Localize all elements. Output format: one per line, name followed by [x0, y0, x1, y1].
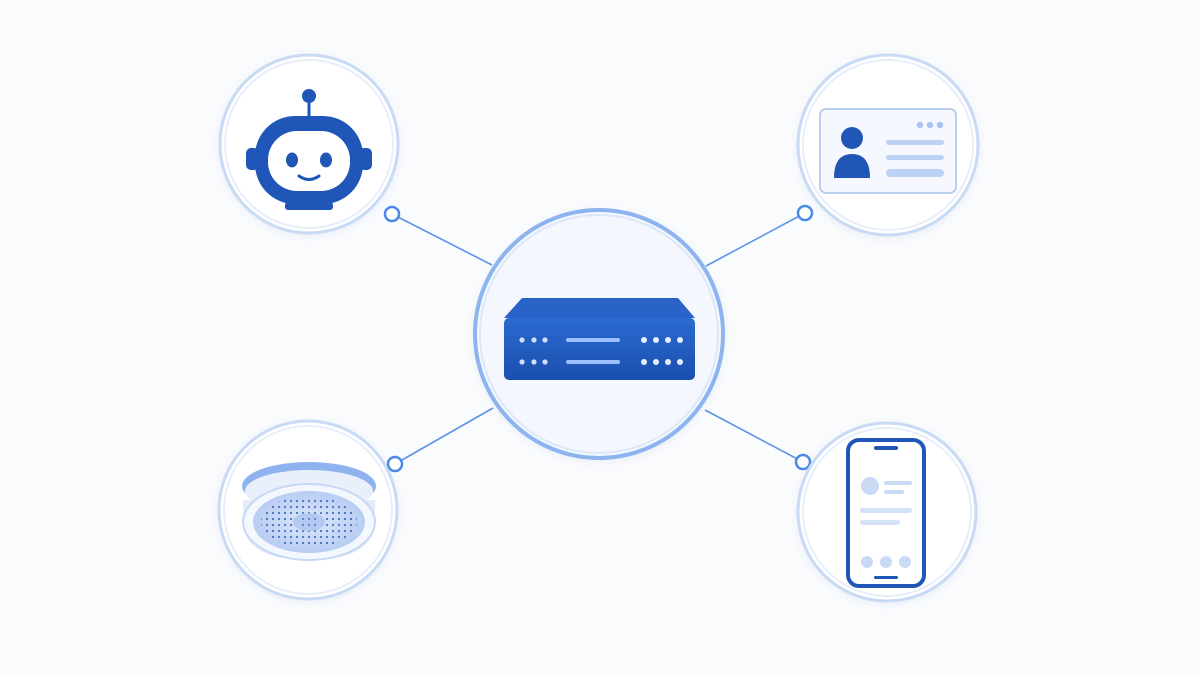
spoke-node-profile-card — [796, 53, 980, 237]
hub-node — [473, 208, 725, 460]
server-icon — [504, 298, 695, 380]
node-dot-bottom-right — [794, 453, 812, 471]
connector-lines — [391, 212, 806, 465]
smartphone-icon — [846, 438, 926, 588]
connector-top-left — [391, 213, 493, 266]
spoke-node-robot — [218, 53, 400, 235]
connector-top-right — [705, 212, 806, 267]
ceiling-speaker-icon — [242, 462, 376, 561]
connector-bottom-left — [394, 407, 494, 465]
node-dot-bottom-left — [386, 455, 404, 473]
spoke-node-speaker — [217, 419, 399, 601]
connector-bottom-right — [704, 409, 804, 463]
robot-icon — [246, 89, 372, 210]
connector-nodes — [383, 204, 814, 473]
node-dot-top-left — [383, 205, 401, 223]
node-dot-top-right — [796, 204, 814, 222]
profile-card-icon — [819, 108, 957, 194]
spoke-node-smartphone — [796, 421, 978, 603]
